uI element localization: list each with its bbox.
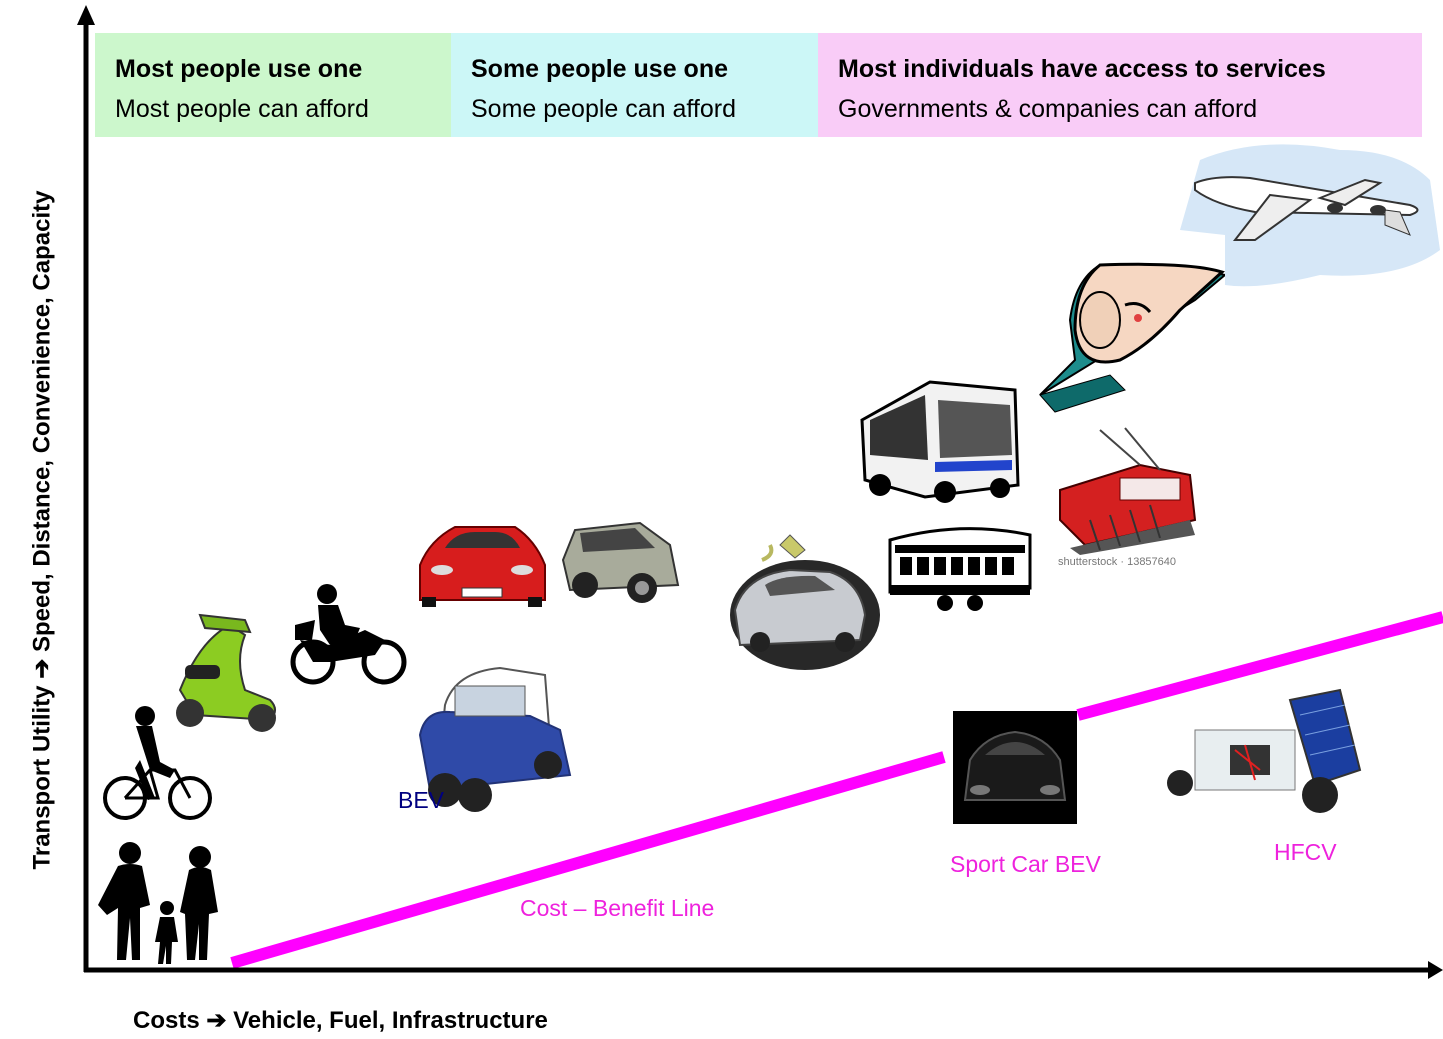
band-subtitle: Most people can afford bbox=[115, 95, 369, 123]
red-car-icon bbox=[419, 526, 546, 607]
airplane-icon bbox=[1180, 144, 1440, 287]
cost-benefit-line-label: Cost – Benefit Line bbox=[520, 895, 715, 921]
bullet-train-icon bbox=[1039, 262, 1228, 413]
tram-icon bbox=[1059, 427, 1197, 555]
suv-icon bbox=[561, 521, 680, 603]
band-title: Some people use one bbox=[471, 55, 729, 83]
cost-benefit-line bbox=[230, 611, 1443, 969]
x-axis-title: Costs ➔ Vehicle, Fuel, Infrastructure bbox=[133, 1007, 548, 1034]
x-axis bbox=[84, 961, 1443, 979]
scooter-icon bbox=[176, 613, 276, 732]
band-title: Most people use one bbox=[115, 55, 363, 83]
bicycle-rider-icon bbox=[103, 706, 212, 820]
y-axis-title: Transport Utility ➔ Speed, Distance, Con… bbox=[28, 190, 56, 870]
hfcv-label: HFCV bbox=[1274, 839, 1337, 865]
band-some-people: Some people use one Some people can affo… bbox=[451, 33, 818, 137]
bev-cart-icon bbox=[418, 666, 572, 812]
walking-family-icon bbox=[98, 842, 218, 964]
band-title: Most individuals have access to services bbox=[838, 55, 1326, 83]
bev-label: BEV bbox=[398, 787, 445, 813]
motorcycle-icon bbox=[290, 584, 407, 685]
bus-icon bbox=[860, 380, 1020, 503]
band-most-people: Most people use one Most people can affo… bbox=[95, 33, 451, 137]
sport-car-icon bbox=[953, 711, 1077, 824]
plugin-hybrid-car-icon bbox=[730, 534, 880, 670]
band-subtitle: Some people can afford bbox=[471, 95, 737, 123]
band-services: Most individuals have access to services… bbox=[818, 33, 1422, 137]
band-subtitle: Governments & companies can afford bbox=[838, 95, 1258, 123]
y-axis bbox=[77, 5, 95, 972]
trolley-icon bbox=[888, 527, 1032, 611]
watermark-text: shutterstock · 13857640 bbox=[1058, 556, 1177, 568]
sport-car-bev-label: Sport Car BEV bbox=[950, 851, 1101, 877]
hfcv-icon bbox=[1167, 688, 1362, 813]
